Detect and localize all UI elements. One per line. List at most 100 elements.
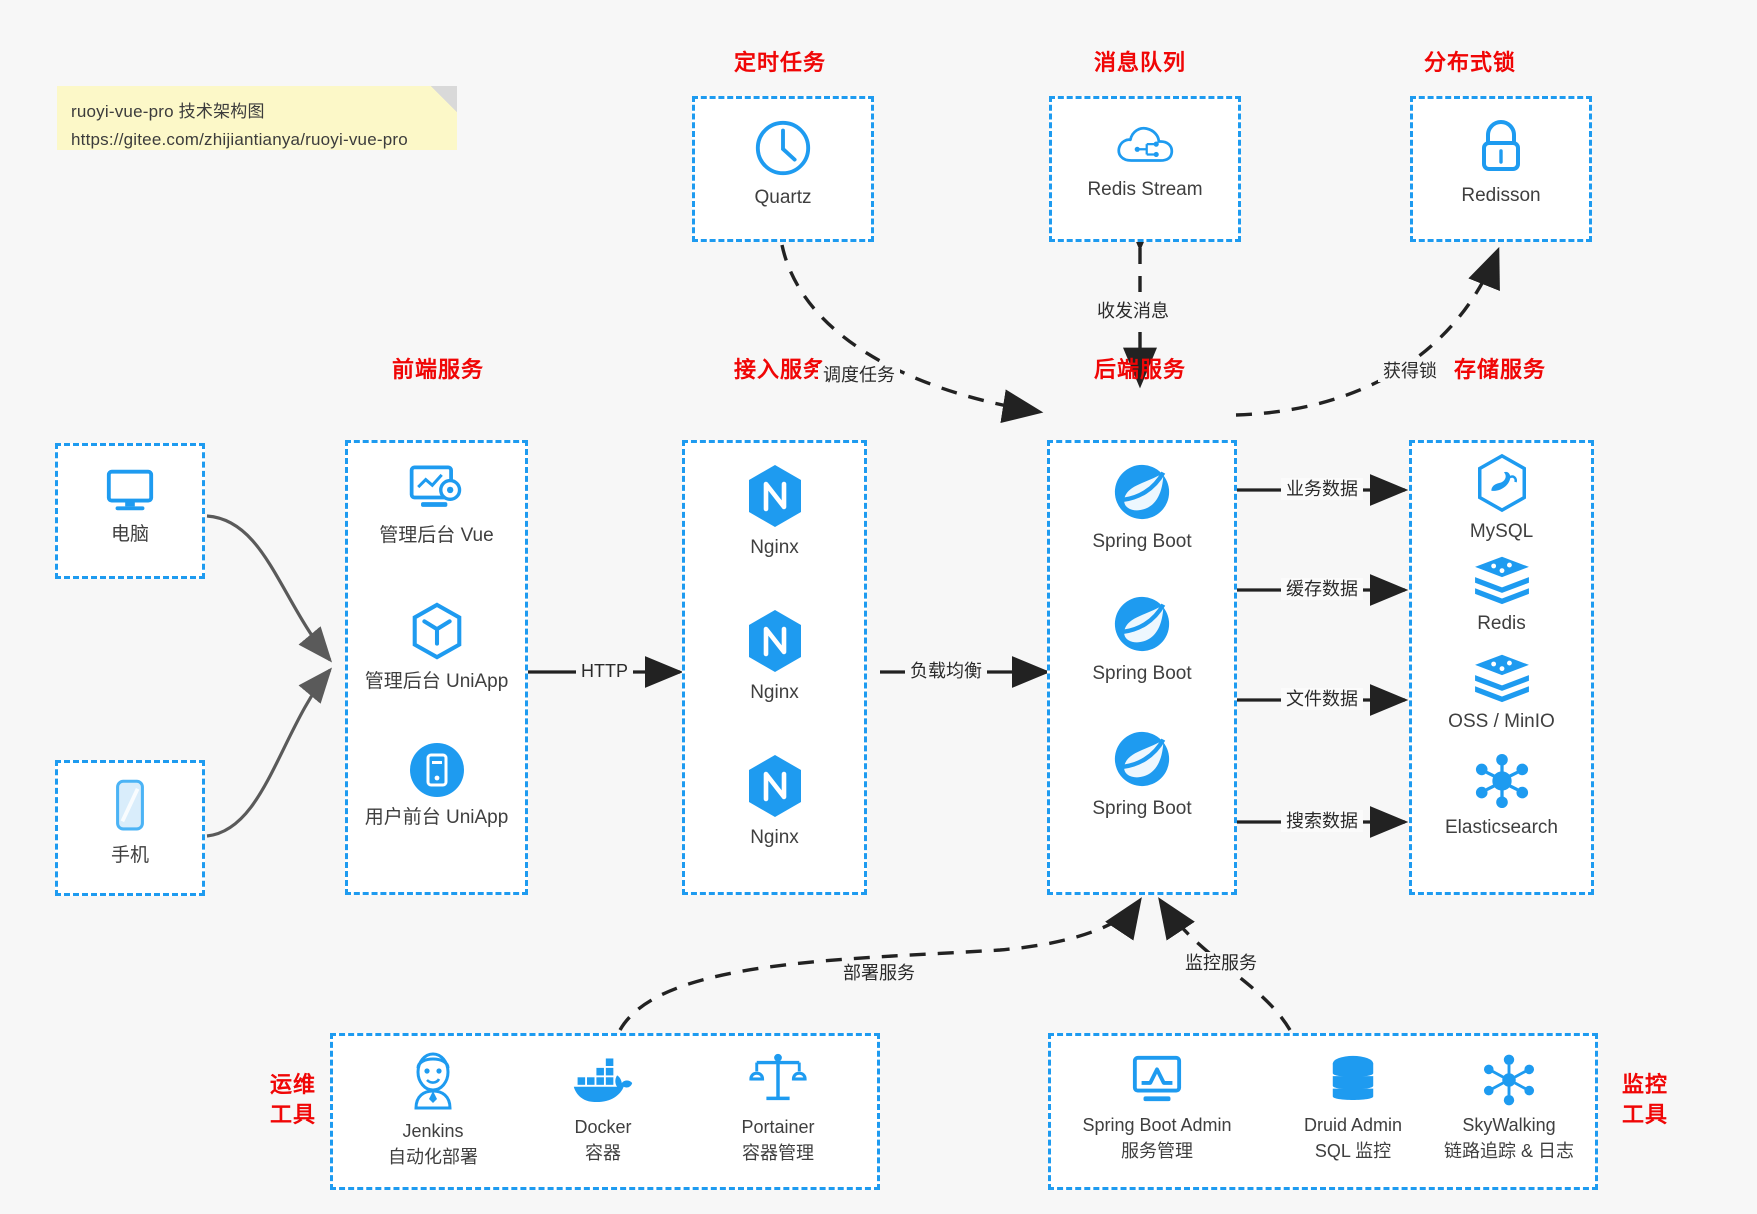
node-admin-vue[interactable]: 管理后台 Vue xyxy=(348,461,525,549)
node-sublabel: 容器管理 xyxy=(742,1143,814,1163)
node-phone[interactable]: 手机 xyxy=(58,777,202,869)
mobile-app-icon xyxy=(409,743,464,797)
node-sublabel: 链路追踪 & 日志 xyxy=(1443,1141,1574,1161)
database-icon xyxy=(1332,1055,1374,1100)
note-line-title: ruoyi-vue-pro 技术架构图 xyxy=(71,102,265,121)
edge-label-cache-data: 缓存数据 xyxy=(1281,578,1363,600)
node-nginx-3[interactable]: Nginx xyxy=(685,753,864,851)
group-title-backend: 后端服务 xyxy=(1093,357,1186,382)
node-spring-boot-1[interactable]: Spring Boot xyxy=(1050,461,1234,555)
node-elasticsearch[interactable]: Elasticsearch xyxy=(1412,753,1591,841)
spring-leaf-icon xyxy=(1114,464,1170,520)
phone-icon xyxy=(116,779,144,831)
group-title-devops-line2: 工具 xyxy=(269,1102,316,1127)
node-oss-minio[interactable]: OSS / MinIO xyxy=(1412,651,1591,735)
group-storage: MySQL Redis OSS / MinIO xyxy=(1409,440,1594,895)
group-message-queue: Redis Stream xyxy=(1049,96,1241,242)
group-backend: Spring Boot Spring Boot Spring Boot xyxy=(1047,440,1237,895)
node-sublabel: SQL 监控 xyxy=(1314,1141,1392,1161)
node-portainer[interactable]: Portainer 容器管理 xyxy=(693,1050,863,1166)
edge-label-load-balance: 负载均衡 xyxy=(905,660,987,682)
group-monitoring: Spring Boot Admin 服务管理 Druid Admin SQL 监… xyxy=(1048,1033,1598,1190)
node-label: Redis xyxy=(1477,613,1526,634)
monitor-icon xyxy=(106,469,154,511)
jenkins-butler-icon xyxy=(414,1052,452,1110)
node-nginx-1[interactable]: Nginx xyxy=(685,463,864,561)
group-scheduled-task: Quartz xyxy=(692,96,874,242)
elasticsearch-icon xyxy=(1475,753,1528,809)
node-pc[interactable]: 电脑 xyxy=(58,464,202,548)
node-user-uniapp[interactable]: 用户前台 UniApp xyxy=(348,741,525,831)
diagram-note: ruoyi-vue-pro 技术架构图 https://gitee.com/zh… xyxy=(57,86,457,150)
dashboard-gear-icon xyxy=(409,465,461,507)
node-mysql[interactable]: MySQL xyxy=(1412,453,1591,545)
edge-label-schedule-task: 调度任务 xyxy=(818,364,900,386)
node-label: Nginx xyxy=(750,682,799,703)
node-label: OSS / MinIO xyxy=(1448,711,1555,732)
edge-label-search-data: 搜索数据 xyxy=(1281,810,1363,832)
monitor-chart-icon xyxy=(1132,1055,1182,1102)
edge-label-acquire-lock: 获得锁 xyxy=(1378,360,1442,382)
node-redisson[interactable]: Redisson xyxy=(1413,117,1589,209)
note-fold-corner xyxy=(431,86,457,112)
group-title-monitoring-line1: 监控 xyxy=(1621,1072,1668,1097)
node-label: 用户前台 UniApp xyxy=(364,807,509,828)
edge-label-monitor-service: 监控服务 xyxy=(1180,952,1262,974)
node-label: Docker xyxy=(574,1117,632,1137)
node-redis-stream[interactable]: Redis Stream xyxy=(1052,119,1238,203)
node-label: Spring Boot xyxy=(1092,531,1192,552)
node-label: Elasticsearch xyxy=(1445,817,1558,838)
node-label: Spring Boot Admin xyxy=(1082,1115,1232,1135)
clock-icon xyxy=(755,120,811,176)
group-distributed-lock: Redisson xyxy=(1410,96,1592,242)
skywalking-icon xyxy=(1483,1054,1535,1106)
edge-label-file-data: 文件数据 xyxy=(1281,688,1363,710)
node-sublabel: 容器 xyxy=(585,1143,621,1163)
node-spring-boot-admin[interactable]: Spring Boot Admin 服务管理 xyxy=(1057,1054,1257,1164)
group-title-distributed-lock: 分布式锁 xyxy=(1423,50,1516,75)
group-client-pc: 电脑 xyxy=(55,443,205,579)
node-label: 电脑 xyxy=(110,524,149,545)
edge-label-send-receive-message: 收发消息 xyxy=(1092,300,1174,322)
node-label: Nginx xyxy=(750,537,799,558)
lock-icon xyxy=(1482,120,1520,171)
node-spring-boot-2[interactable]: Spring Boot xyxy=(1050,593,1234,687)
cube-icon xyxy=(412,602,461,660)
node-label: 管理后台 UniApp xyxy=(364,671,509,692)
node-druid-admin[interactable]: Druid Admin SQL 监控 xyxy=(1273,1054,1433,1164)
nginx-icon xyxy=(748,755,801,817)
group-title-devops: 运维 工具 xyxy=(258,1070,328,1130)
node-quartz[interactable]: Quartz xyxy=(695,117,871,211)
edge-label-http: HTTP xyxy=(576,660,633,682)
node-label: Jenkins xyxy=(402,1121,464,1141)
node-spring-boot-3[interactable]: Spring Boot xyxy=(1050,728,1234,822)
group-title-storage: 存储服务 xyxy=(1453,357,1546,382)
group-gateway: Nginx Nginx Nginx xyxy=(682,440,867,895)
node-sublabel: 自动化部署 xyxy=(388,1147,478,1167)
node-skywalking[interactable]: SkyWalking 链路追踪 & 日志 xyxy=(1421,1054,1597,1164)
node-nginx-2[interactable]: Nginx xyxy=(685,608,864,706)
node-label: MySQL xyxy=(1469,521,1534,542)
spring-leaf-icon xyxy=(1114,731,1170,787)
nginx-icon xyxy=(748,610,801,672)
mysql-dolphin-icon xyxy=(1477,453,1526,513)
object-storage-icon xyxy=(1474,654,1529,703)
redis-stack-icon xyxy=(1474,556,1529,605)
node-docker[interactable]: Docker 容器 xyxy=(523,1056,683,1166)
node-admin-uniapp[interactable]: 管理后台 UniApp xyxy=(348,601,525,695)
node-jenkins[interactable]: Jenkins 自动化部署 xyxy=(353,1050,513,1170)
group-title-gateway: 接入服务 xyxy=(733,357,826,382)
edge-label-business-data: 业务数据 xyxy=(1281,478,1363,500)
node-label: Portainer xyxy=(741,1117,815,1137)
node-redis[interactable]: Redis xyxy=(1412,553,1591,637)
group-title-devops-line1: 运维 xyxy=(269,1072,316,1097)
node-label: Redisson xyxy=(1461,185,1541,206)
node-label: Druid Admin xyxy=(1303,1115,1403,1135)
node-label: Spring Boot xyxy=(1092,798,1192,819)
node-label: Redis Stream xyxy=(1087,179,1203,200)
group-devops: Jenkins 自动化部署 Docker 容器 xyxy=(330,1033,880,1190)
group-title-scheduled-task: 定时任务 xyxy=(733,50,826,75)
node-label: SkyWalking xyxy=(1462,1115,1556,1135)
edge-label-deploy-service: 部署服务 xyxy=(838,962,920,984)
